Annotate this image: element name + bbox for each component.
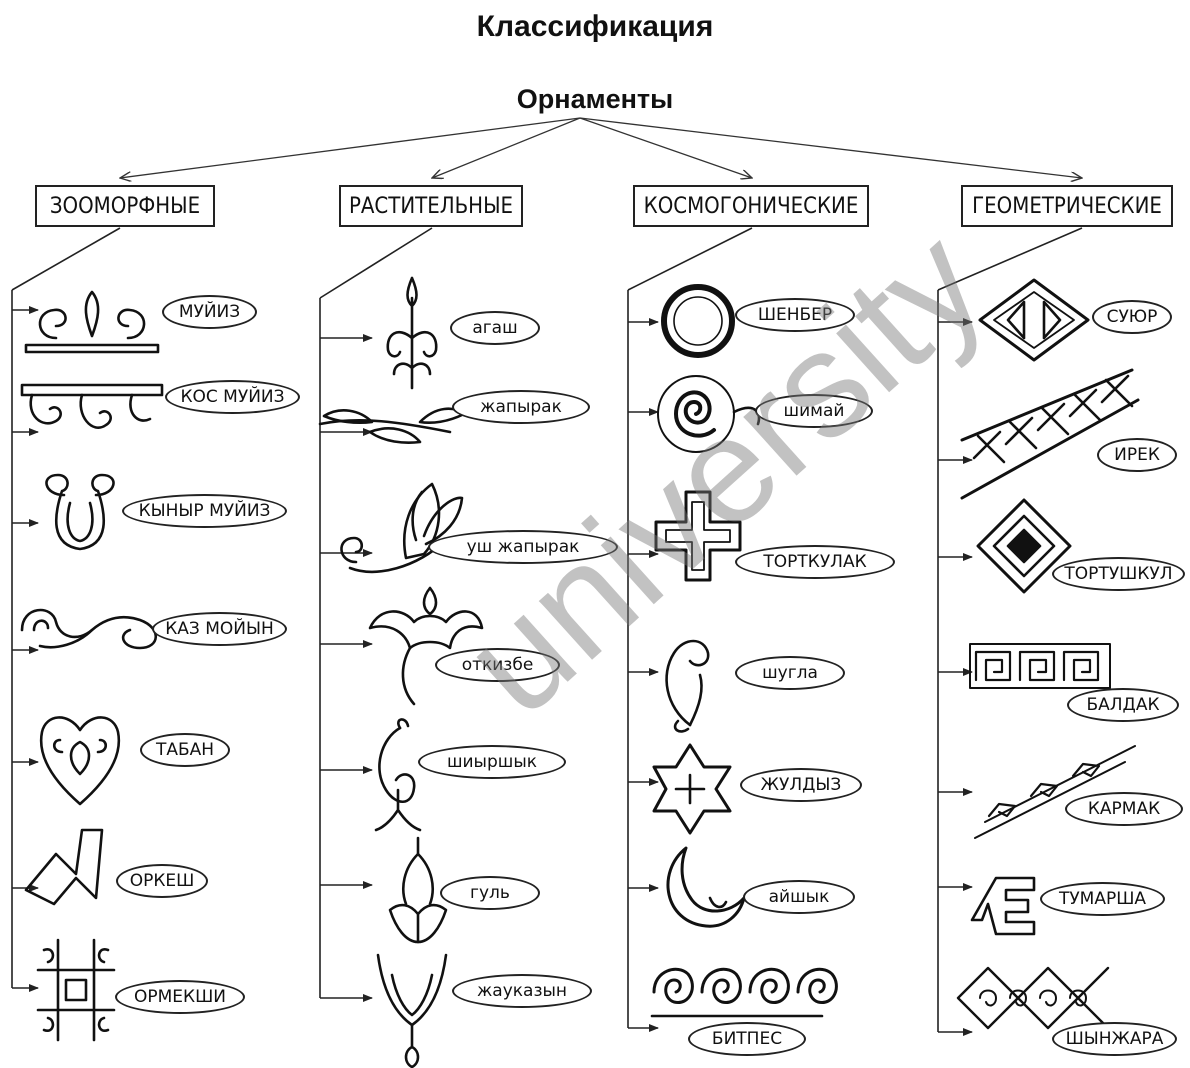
ornament-label: ОРМЕКШИ xyxy=(115,980,245,1014)
category-plant: РАСТИТЕЛЬНЫЕ xyxy=(339,185,523,227)
ornament-icons xyxy=(20,276,1140,1068)
three-leaf-icon xyxy=(340,482,464,574)
category-zoomorphic: ЗООМОРФНЫЕ xyxy=(35,185,215,227)
heart-sole-icon xyxy=(39,716,121,806)
trunk-slant xyxy=(11,227,121,291)
flame-icon xyxy=(665,639,710,733)
spiral-icon xyxy=(657,375,761,453)
ornament-label: КЫНЫР МУЙИЗ xyxy=(122,494,287,528)
ornament-label: откизбе xyxy=(435,648,560,682)
lattice-icon xyxy=(960,368,1140,500)
root-branch-arrows xyxy=(120,117,1082,178)
ornament-label: КОС МУЙИЗ xyxy=(165,380,300,414)
rhombus-icon xyxy=(978,278,1090,362)
ornament-label: шугла xyxy=(735,656,845,690)
meander-icon xyxy=(969,643,1111,689)
ornament-label: ШЫНЖАРА xyxy=(1052,1022,1177,1056)
category-trunks xyxy=(11,227,1083,1036)
amulet-icon xyxy=(970,876,1036,936)
ornament-label: КАРМАК xyxy=(1065,792,1183,826)
ring-icon xyxy=(661,284,735,358)
trunk-slant xyxy=(627,227,753,291)
ornament-label: ТОРТУШКУЛ xyxy=(1052,557,1185,591)
root-arrow xyxy=(579,117,1082,178)
ornament-label: жауказын xyxy=(452,974,592,1008)
ornament-label: агаш xyxy=(450,311,540,345)
ornament-label: айшык xyxy=(743,880,855,914)
ornament-label: БАЛДАК xyxy=(1067,688,1179,722)
star-icon xyxy=(652,743,732,835)
flower-icon xyxy=(388,836,448,944)
ornament-label: ЖУЛДЫЗ xyxy=(740,768,862,802)
root-arrow xyxy=(579,117,752,178)
ornament-label: ТАБАН xyxy=(140,733,230,767)
ornament-label: ИРЕК xyxy=(1097,438,1177,472)
ornament-label: ТУМАРША xyxy=(1040,882,1165,916)
cross-icon xyxy=(654,490,742,582)
horn-scroll-icon xyxy=(24,290,160,354)
wave-spiral-icon xyxy=(650,968,838,1018)
ornament-label: гуль xyxy=(440,876,540,910)
spider-icon xyxy=(36,938,116,1042)
double-horn-icon xyxy=(20,383,164,429)
ornament-label: КАЗ МОЙЫН xyxy=(152,612,287,646)
root-arrow xyxy=(432,117,581,178)
ornament-label: ШЕНБЕР xyxy=(735,298,855,332)
root-arrow xyxy=(120,117,581,178)
ornament-label: шиыршык xyxy=(418,745,566,779)
curved-horn-icon xyxy=(45,473,115,551)
diamond-icon xyxy=(976,498,1072,594)
leaf-icon xyxy=(318,407,466,444)
crescent-icon xyxy=(666,846,746,928)
root-node-ornaments: Орнаменты xyxy=(516,84,674,114)
tree-icon xyxy=(386,276,438,390)
hook-icon xyxy=(974,745,1136,839)
page-title: Классификация xyxy=(476,10,714,43)
goose-neck-icon xyxy=(20,608,158,650)
ornament-label: СУЮР xyxy=(1092,300,1172,334)
ornament-label: шимай xyxy=(755,394,873,428)
ornament-label: БИТПЕС xyxy=(688,1022,806,1056)
curl-icon xyxy=(374,718,422,832)
trunk-slant xyxy=(937,227,1083,291)
ornament-label: ТОРТКУЛАК xyxy=(735,545,895,579)
trunk-slant xyxy=(319,227,433,299)
category-cosmogonic: КОСМОГОНИЧЕСКИЕ xyxy=(633,185,869,227)
ornament-label: МУЙИЗ xyxy=(162,295,257,329)
ornament-label: уш жапырак xyxy=(428,530,618,564)
tulip-icon xyxy=(376,953,448,1068)
ornament-label: ОРКЕШ xyxy=(116,864,208,898)
chain-icon xyxy=(956,966,1110,1030)
category-geometric: ГЕОМЕТРИЧЕСКИЕ xyxy=(961,185,1173,227)
ornament-label: жапырак xyxy=(452,390,590,424)
bud-icon xyxy=(368,586,484,706)
hump-zigzag-icon xyxy=(24,828,104,906)
